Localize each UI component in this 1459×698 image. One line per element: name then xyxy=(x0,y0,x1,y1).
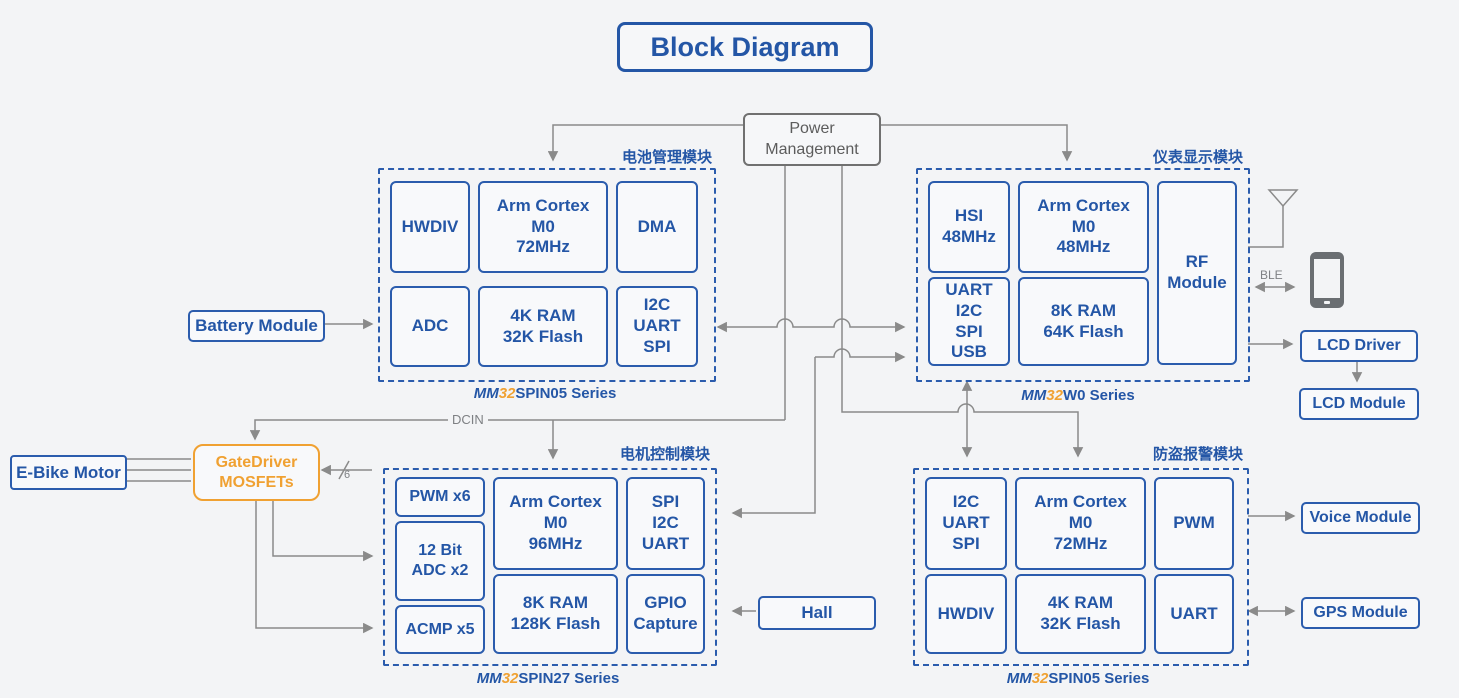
display-module-frame xyxy=(916,168,1250,382)
battery-comm-cell: I2C UART SPI xyxy=(616,286,698,367)
battery-module-box: Battery Module xyxy=(188,310,325,342)
battery-series-label: MM32SPIN05 Series xyxy=(473,385,617,402)
diagram-title: Block Diagram xyxy=(617,22,873,72)
motor-gpio-cell: GPIO Capture xyxy=(626,574,705,654)
gps-module-box: GPS Module xyxy=(1301,597,1420,629)
display-series-label: MM32W0 Series xyxy=(1021,387,1135,404)
power-management-box: Power Management xyxy=(743,113,881,166)
motor-comm-cell: SPI I2C UART xyxy=(626,477,705,570)
wire-gd-to-acmp xyxy=(255,497,374,634)
motor-acmp-cell: ACMP x5 xyxy=(395,605,485,654)
motor-ram-cell: 8K RAM 128K Flash xyxy=(493,574,618,654)
motor-series-label: MM32SPIN27 Series xyxy=(476,670,620,687)
motor-pwm-cell: PWM x6 xyxy=(395,477,485,517)
wire-antenna xyxy=(1248,206,1284,248)
wire-dcin xyxy=(249,419,785,441)
ebike-motor-box: E-Bike Motor xyxy=(10,455,127,490)
battery-adc-cell: ADC xyxy=(390,286,470,367)
voice-module-box: Voice Module xyxy=(1301,502,1420,534)
wire-motor-link-down xyxy=(731,357,816,519)
display-ram-cell: 8K RAM 64K Flash xyxy=(1018,277,1149,366)
gatedriver-mosfets-box: GateDriver MOSFETs xyxy=(193,444,320,501)
battery-dma-cell: DMA xyxy=(616,181,698,273)
smartphone-screen xyxy=(1314,259,1340,298)
motor-module-cn-title: 电机控制模块 xyxy=(619,446,710,463)
wire-gd-to-adc xyxy=(272,497,374,562)
smartphone-home-button xyxy=(1324,301,1330,304)
battery-hwdiv-cell: HWDIV xyxy=(390,181,470,273)
alarm-cortex-cell: Arm Cortex M0 72MHz xyxy=(1015,477,1146,570)
ble-label: BLE xyxy=(1260,268,1283,282)
alarm-series-label: MM32SPIN05 Series xyxy=(1006,670,1150,687)
display-rf-cell: RF Module xyxy=(1157,181,1237,365)
motor-adc-cell: 12 Bit ADC x2 xyxy=(395,521,485,601)
wire-power-to-display xyxy=(877,124,1073,162)
battery-ram-cell: 4K RAM 32K Flash xyxy=(478,286,608,367)
hall-box: Hall xyxy=(758,596,876,630)
motor-module-frame xyxy=(383,468,717,666)
battery-module-cn-title: 电池管理模块 xyxy=(621,149,712,166)
display-cortex-cell: Arm Cortex M0 48MHz xyxy=(1018,181,1149,273)
motor-cortex-cell: Arm Cortex M0 96MHz xyxy=(493,477,618,570)
alarm-hwdiv-cell: HWDIV xyxy=(925,574,1007,654)
alarm-pwm-cell: PWM xyxy=(1154,477,1234,570)
antenna-icon xyxy=(1267,189,1299,208)
display-hsi-cell: HSI 48MHz xyxy=(928,181,1010,273)
display-module-cn-title: 仪表显示模块 xyxy=(1152,149,1243,166)
alarm-ram-cell: 4K RAM 32K Flash xyxy=(1015,574,1146,654)
battery-management-module-frame xyxy=(378,168,716,382)
lcd-module-box: LCD Module xyxy=(1299,388,1419,420)
alarm-comm-cell: I2C UART SPI xyxy=(925,477,1007,570)
dcin-label: DCIN xyxy=(448,412,488,427)
alarm-module-cn-title: 防盗报警模块 xyxy=(1152,446,1243,463)
wire-motor-to-display xyxy=(815,348,906,363)
wire-bus-battery-display xyxy=(716,318,906,333)
lcd-driver-box: LCD Driver xyxy=(1300,330,1418,362)
battery-cortex-cell: Arm Cortex M0 72MHz xyxy=(478,181,608,273)
phase-count-label: 6 xyxy=(344,469,351,481)
display-comm-cell: UART I2C SPI USB xyxy=(928,277,1010,366)
alarm-uart-cell: UART xyxy=(1154,574,1234,654)
smartphone-icon xyxy=(1310,252,1344,308)
alarm-module-frame xyxy=(913,468,1249,666)
